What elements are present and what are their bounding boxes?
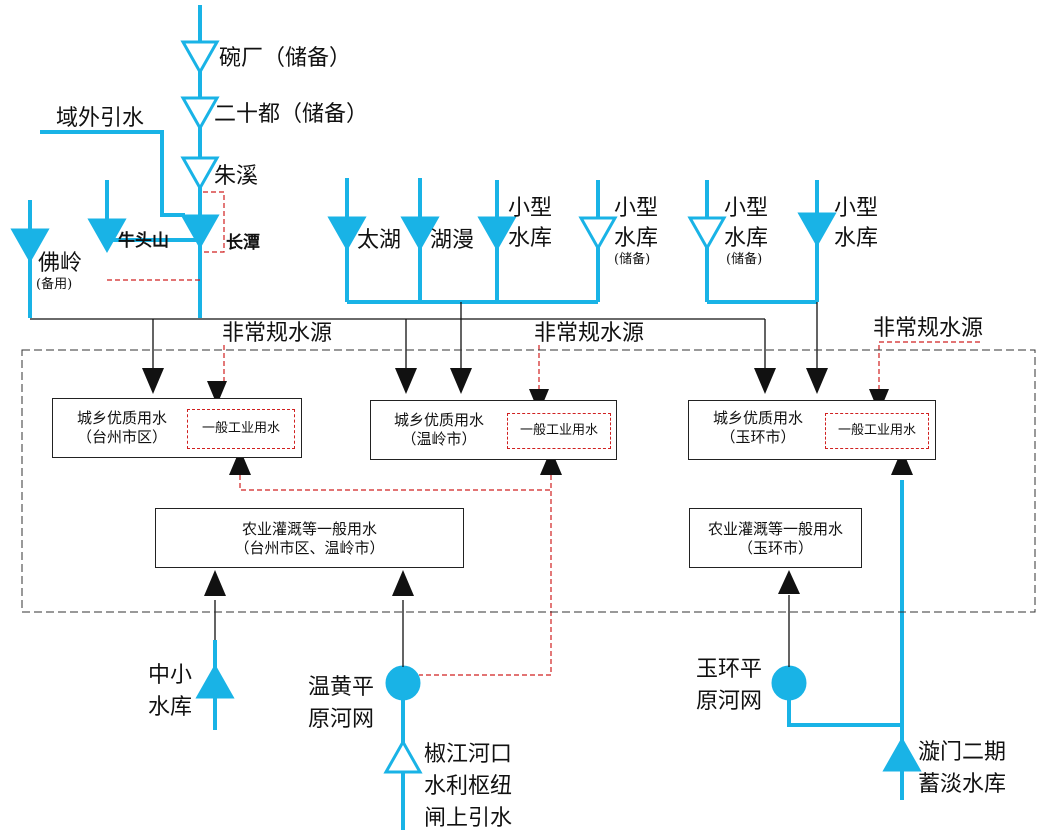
label-taihu: 太湖	[357, 228, 402, 253]
wenling-industry: 一般工业用水	[519, 423, 598, 438]
taizhou-industry-box	[187, 409, 295, 449]
label-xiaoxing1-l1: 小型	[508, 196, 553, 221]
yuhuan-l2: （玉环市）	[720, 427, 796, 446]
label-zhuxi: 朱溪	[214, 164, 259, 189]
yuhuan-l1: 城乡优质用水	[712, 409, 803, 427]
label-xiaoxing2-note: (储备)	[614, 252, 651, 267]
label-niutoushan: 牛头山	[118, 231, 169, 251]
label-ershidu: 二十都（储备）	[214, 102, 369, 127]
wenling-l1: 城乡优质用水	[393, 411, 484, 429]
label-foling: 佛岭	[38, 251, 83, 276]
label-zhongxiao-l2: 水库	[148, 695, 193, 720]
label-xiaoxing2-l1: 小型	[614, 196, 659, 221]
reservoir-symbols	[10, 40, 922, 774]
label-zhongxiao-l1: 中小	[148, 663, 193, 688]
yuhuan-industry-box	[825, 413, 929, 449]
agri2-l2: （玉环市）	[737, 538, 813, 557]
label-yuwai: 域外引水	[56, 106, 145, 131]
agri1-l1: 农业灌溉等一般用水	[241, 520, 377, 538]
supply-region	[21, 349, 1036, 613]
wenling-l2: （温岭市）	[401, 429, 477, 448]
label-nonconventional-3: 非常规水源	[873, 316, 984, 341]
wenling-industry-box	[507, 413, 611, 449]
arrowheads	[142, 368, 913, 596]
label-yuhuanping-l1: 玉环平	[696, 657, 763, 682]
agri2-l1: 农业灌溉等一般用水	[707, 520, 843, 538]
label-jiaojiang-l3: 闸上引水	[424, 806, 513, 831]
label-changtan: 长潭	[226, 233, 260, 253]
label-wanchang: 碗厂（储备）	[219, 46, 352, 71]
label-human: 湖漫	[430, 228, 475, 253]
label-xiaoxing4-l1: 小型	[834, 196, 879, 221]
agri1-l2: （台州市区、温岭市）	[234, 538, 385, 557]
nonconventional-lines	[107, 191, 980, 676]
label-wenhuang-l1: 温黄平	[308, 675, 375, 700]
label-nonconventional-1: 非常规水源	[222, 321, 333, 346]
taizhou-l2: （台州市区）	[76, 427, 167, 446]
label-xiaoxing1-l2: 水库	[508, 226, 553, 251]
yuhuan-industry: 一般工业用水	[837, 423, 916, 438]
label-xuanmen-l1: 漩门二期	[918, 740, 1007, 765]
box-agri-taizhou-wenling: 农业灌溉等一般用水 （台州市区、温岭市）	[155, 508, 464, 568]
box-taizhou: 城乡优质用水 （台州市区） 一般工业用水	[52, 398, 302, 458]
label-wenhuang-l2: 原河网	[308, 707, 375, 732]
label-jiaojiang-l2: 水利枢纽	[424, 774, 513, 799]
box-agri-yuhuan: 农业灌溉等一般用水 （玉环市）	[689, 508, 862, 568]
label-xiaoxing4-l2: 水库	[834, 226, 879, 251]
label-yuhuanping-l2: 原河网	[696, 689, 763, 714]
taizhou-industry: 一般工业用水	[201, 421, 280, 436]
label-nonconventional-2: 非常规水源	[534, 321, 645, 346]
box-wenling: 城乡优质用水 （温岭市） 一般工业用水	[370, 400, 617, 460]
taizhou-l1: 城乡优质用水	[76, 409, 167, 427]
label-xiaoxing3-note: (储备)	[726, 252, 763, 267]
label-foling-note: (备用)	[36, 277, 73, 292]
label-xiaoxing3-l1: 小型	[724, 196, 769, 221]
box-yuhuan: 城乡优质用水 （玉环市） 一般工业用水	[688, 400, 936, 460]
supply-lines	[30, 302, 818, 667]
label-xiaoxing3-l2: 水库	[724, 226, 769, 251]
label-xuanmen-l2: 蓄淡水库	[918, 772, 1007, 797]
label-jiaojiang-l1: 椒江河口	[424, 742, 513, 767]
label-xiaoxing2-l2: 水库	[614, 226, 659, 251]
